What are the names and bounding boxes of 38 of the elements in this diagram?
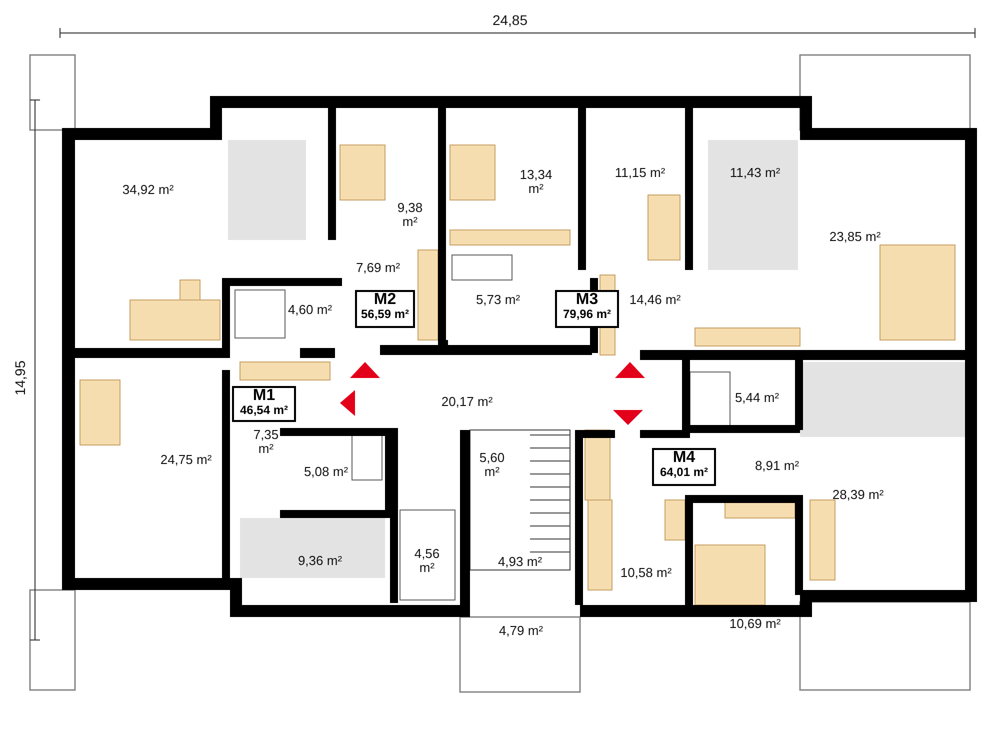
room-area: 11,15 m² [605, 166, 675, 180]
unit-name: M3 [574, 292, 600, 307]
room-area: 4,93 m² [490, 555, 550, 569]
room-area: 13,34 m² [514, 168, 558, 196]
room-area: 5,73 m² [468, 293, 528, 307]
room-area: 28,39 m² [823, 488, 893, 502]
dimension-text: 14,95 [13, 359, 27, 398]
unit-area: 79,96 m² [557, 307, 617, 322]
room-area: 9,38 m² [392, 201, 428, 229]
unit-label-box [555, 290, 619, 328]
unit-area: 56,59 m² [357, 307, 413, 322]
room-area: 4,60 m² [280, 303, 340, 317]
unit-label-box [232, 386, 296, 422]
room-area: 5,08 m² [296, 465, 356, 479]
room-area: 34,92 m² [108, 183, 188, 197]
room-area: 7,35 m² [248, 428, 284, 456]
unit-name: M2 [372, 292, 398, 307]
room-area: 10,69 m² [720, 617, 790, 631]
unit-area: 64,01 m² [654, 465, 714, 480]
room-area: 9,36 m² [290, 554, 350, 568]
room-area: 11,43 m² [720, 166, 790, 180]
room-area: 8,91 m² [747, 459, 807, 473]
room-area: 24,75 m² [151, 453, 221, 467]
unit-name: M4 [672, 450, 696, 465]
room-area: 7,69 m² [343, 261, 413, 275]
room-area: 4,79 m² [491, 624, 551, 638]
room-area: 20,17 m² [432, 395, 502, 409]
room-area: 5,44 m² [727, 391, 787, 405]
dimension-text: 24,85 [491, 13, 529, 27]
room-area: 5,60 m² [474, 451, 510, 479]
unit-name: M1 [252, 388, 276, 403]
unit-area: 46,54 m² [234, 403, 294, 418]
unit-label-box [355, 290, 415, 328]
unit-label-box [652, 448, 716, 486]
room-area: 14,46 m² [620, 293, 690, 307]
room-area: 23,85 m² [820, 230, 890, 244]
room-area: 4,56 m² [409, 547, 445, 575]
room-area: 10,58 m² [614, 566, 678, 580]
